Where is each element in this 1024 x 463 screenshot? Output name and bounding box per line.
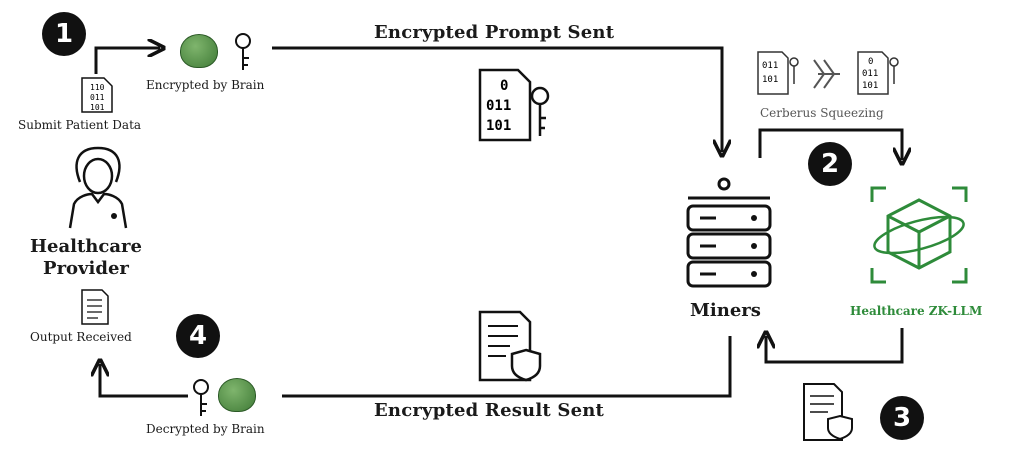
arrow-zk-to-miners xyxy=(766,328,904,364)
arrow-prompt-to-miners xyxy=(272,46,722,152)
cerberus-squeezing-label: Cerberus Squeezing xyxy=(760,106,884,120)
svg-text:011: 011 xyxy=(486,98,511,114)
zk-cube-icon xyxy=(864,180,974,294)
decrypted-by-brain-label: Decrypted by Brain xyxy=(146,422,265,436)
healthcare-provider-label: Healthcare Provider xyxy=(30,236,142,279)
output-document-icon xyxy=(80,288,110,330)
arrow-result-to-provider xyxy=(282,336,732,398)
cerberus-output-doc-icon: 0 011 101 xyxy=(856,50,900,100)
pepe-frog-icon xyxy=(218,378,256,412)
step-badge-3: 3 xyxy=(880,396,924,440)
encrypted-result-sent-label: Encrypted Result Sent xyxy=(374,400,605,421)
svg-text:101: 101 xyxy=(762,75,778,85)
healthcare-zk-llm-label: Healthcare ZK-LLM xyxy=(850,304,983,318)
arrow-submit-to-encrypt xyxy=(94,48,160,74)
output-received-label: Output Received xyxy=(30,330,132,344)
svg-text:101: 101 xyxy=(486,118,511,134)
server-rack-icon xyxy=(684,176,774,300)
svg-text:0: 0 xyxy=(500,78,508,94)
svg-text:101: 101 xyxy=(862,81,878,91)
svg-text:011: 011 xyxy=(90,93,105,102)
svg-text:011: 011 xyxy=(762,61,778,71)
binary-key-document-icon: 0 011 101 xyxy=(474,66,554,150)
result-document-icon xyxy=(476,308,546,388)
arrow-miners-to-zk xyxy=(758,128,902,160)
miners-label: Miners xyxy=(690,300,761,321)
squeeze-arrow-icon xyxy=(810,54,844,98)
svg-text:0: 0 xyxy=(868,57,873,67)
svg-text:110: 110 xyxy=(90,83,105,92)
step-badge-1: 1 xyxy=(42,12,86,56)
document-icon: 110 011 101 xyxy=(80,76,114,118)
step-badge-4: 4 xyxy=(176,314,220,358)
doctor-icon xyxy=(62,142,134,234)
svg-text:101: 101 xyxy=(90,103,105,112)
key-icon xyxy=(232,32,254,76)
submit-patient-data-label: Submit Patient Data xyxy=(18,118,142,132)
cerberus-binary-doc-icon: 011 101 xyxy=(756,50,800,100)
key-icon xyxy=(190,378,212,422)
svg-text:011: 011 xyxy=(862,69,878,79)
pepe-frog-icon xyxy=(180,34,218,68)
encrypted-by-brain-label: Encrypted by Brain xyxy=(146,78,265,92)
step-badge-2: 2 xyxy=(808,142,852,186)
zk-result-document-icon xyxy=(800,380,856,448)
encrypted-prompt-sent-label: Encrypted Prompt Sent xyxy=(374,22,615,43)
arrow-decrypt-to-output xyxy=(100,364,188,398)
